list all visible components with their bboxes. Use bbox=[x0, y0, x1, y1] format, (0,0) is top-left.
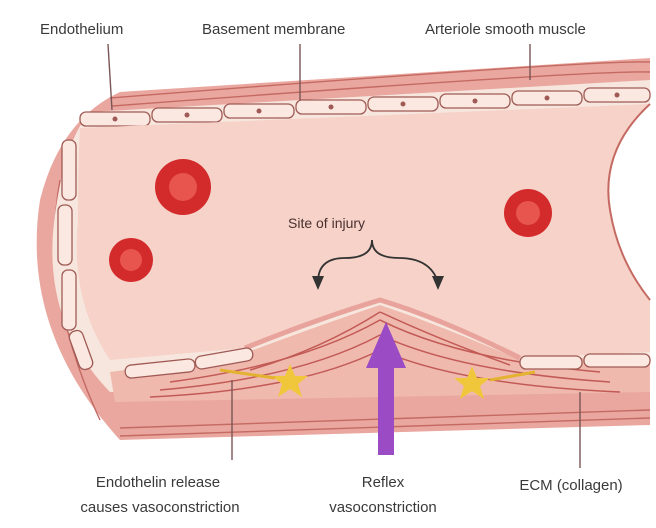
reflex-label-line1: Reflex bbox=[362, 474, 405, 491]
endothelin-label-line1: Endothelin release bbox=[96, 474, 220, 491]
rbc-icon bbox=[109, 238, 153, 282]
rbc-icon bbox=[504, 189, 552, 237]
smooth-muscle-label: Arteriole smooth muscle bbox=[425, 21, 586, 38]
site-of-injury-label: Site of injury bbox=[288, 215, 365, 231]
endothelium-label: Endothelium bbox=[40, 21, 123, 38]
ecm-label: ECM (collagen) bbox=[519, 477, 622, 494]
rbc-icon bbox=[155, 159, 211, 215]
endothelin-label-line2: causes vasoconstriction bbox=[80, 499, 239, 516]
basement-membrane-label: Basement membrane bbox=[202, 21, 345, 38]
reflex-label-line2: vasoconstriction bbox=[329, 499, 437, 516]
